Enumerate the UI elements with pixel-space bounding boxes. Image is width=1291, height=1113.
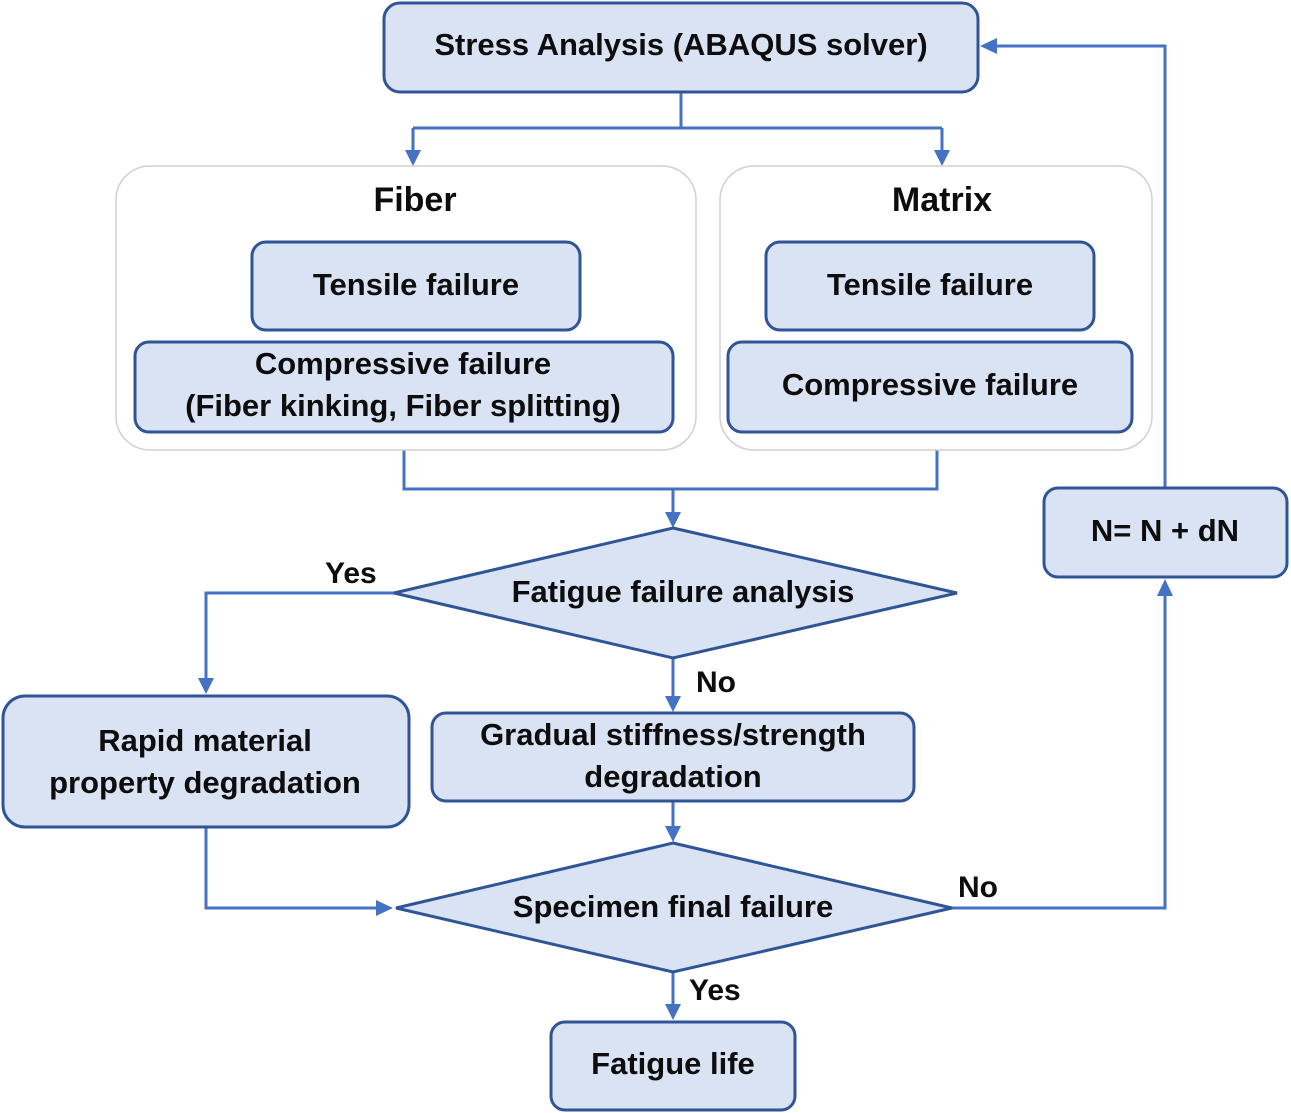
increment-label: N= N + dN [1091,513,1239,548]
arrow-to-matrix [934,150,950,166]
matrix-compressive-label: Compressive failure [782,367,1078,402]
node-gradual-degradation: Gradual stiffness/strength degradation [430,711,916,803]
connectors [198,38,1173,1020]
arrow-to-fatigue-life [665,1004,681,1020]
edge-label-final-yes: Yes [689,974,741,1007]
stress-analysis-label: Stress Analysis (ABAQUS solver) [434,27,927,62]
node-fatigue-life: Fatigue life [549,1020,797,1112]
connector-yes-rapid [204,591,396,680]
edge-label-fatigue-no: No [696,666,736,699]
fiber-group-title: Fiber [373,181,456,219]
decision-fatigue-analysis: Fatigue failure analysis [393,526,958,660]
fatigue-analysis-label: Fatigue failure analysis [512,574,855,609]
gradual-degradation-label-line2: degradation [584,759,761,794]
connector-rapid-final [204,827,378,910]
arrow-to-final-from-gradual [665,826,681,842]
arrow-to-increment [1157,579,1173,596]
node-increment: N= N + dN [1042,486,1289,579]
group-matrix: Matrix Tensile failure Compressive failu… [719,165,1153,451]
arrow-to-fatigue-analysis [665,512,681,528]
arrow-to-rapid [198,678,214,694]
fatigue-life-label: Fatigue life [591,1046,755,1081]
gradual-degradation-label-line1: Gradual stiffness/strength [480,717,866,752]
connector-increment-stress [995,44,1167,488]
connector-groups-merge [402,450,939,514]
fiber-tensile-label: Tensile failure [313,267,519,302]
final-failure-label: Specimen final failure [513,889,833,924]
arrow-to-final-from-rapid [376,900,393,916]
matrix-tensile-label: Tensile failure [827,267,1033,302]
decision-final-failure: Specimen final failure [395,841,953,974]
fiber-compressive-label-line2: (Fiber kinking, Fiber splitting) [185,388,621,423]
node-rapid-degradation: Rapid material property degradation [1,694,411,829]
matrix-group-title: Matrix [892,181,992,219]
group-fiber: Fiber Tensile failure Compressive failur… [115,165,697,451]
arrow-to-gradual [665,696,681,712]
fiber-compressive-label-line1: Compressive failure [255,346,551,381]
arrow-to-fiber [405,150,421,166]
rapid-degradation-label-line2: property degradation [49,765,361,800]
connector-final-no-increment [952,594,1167,910]
edge-label-final-no: No [958,871,998,904]
node-stress-analysis: Stress Analysis (ABAQUS solver) [382,1,980,94]
edge-label-fatigue-yes: Yes [325,557,377,590]
arrow-to-stress-analysis [980,38,997,54]
rapid-degradation-label-line1: Rapid material [98,723,312,758]
connector-stress-split [411,92,944,152]
